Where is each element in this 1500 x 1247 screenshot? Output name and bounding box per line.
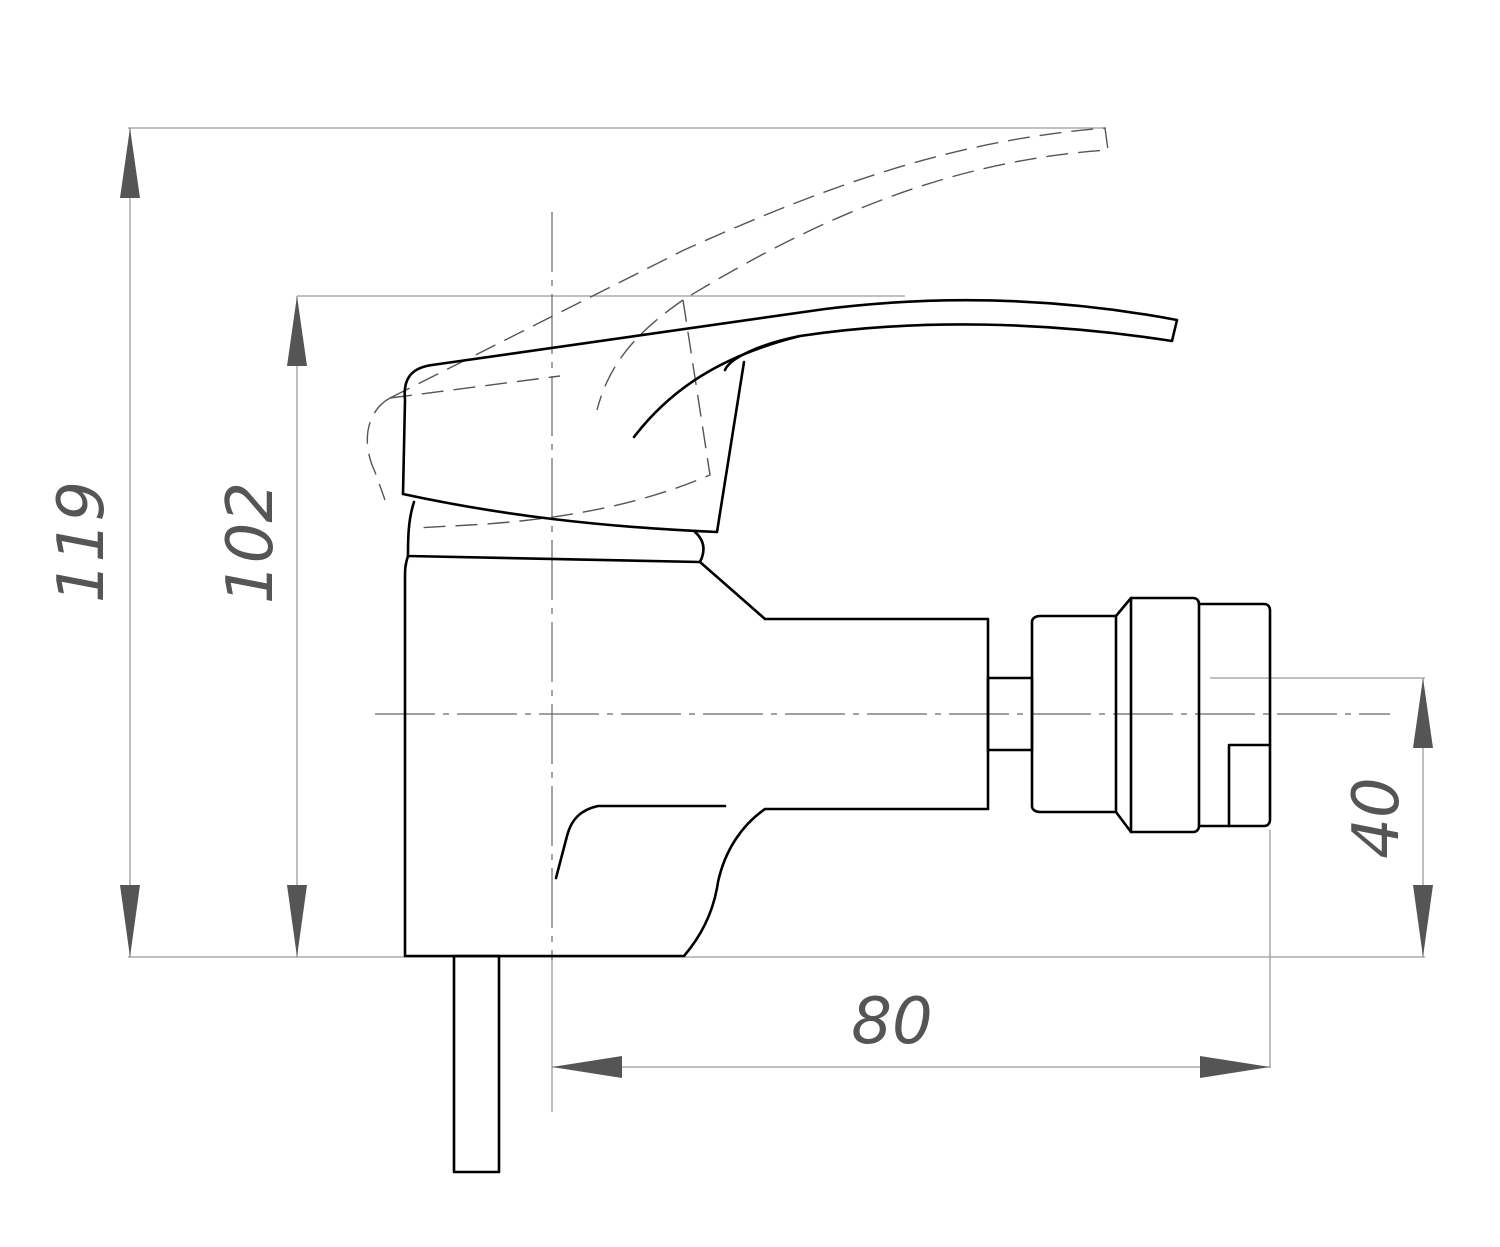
dimension-label-102: 102: [214, 482, 288, 604]
aerator-nut: [1030, 596, 1272, 834]
dimension-label-80: 80: [851, 985, 932, 1059]
dimension-119: 119: [45, 128, 140, 957]
lever-handle: [401, 299, 1179, 534]
arrow-left: [552, 1056, 622, 1078]
arrow-up: [1413, 678, 1433, 748]
arrow-up: [287, 296, 307, 366]
arrow-up: [120, 128, 140, 198]
dimension-label-119: 119: [45, 481, 119, 603]
arrow-right: [1200, 1056, 1270, 1078]
dimension-80: 80: [552, 985, 1270, 1078]
dimension-label-40: 40: [1340, 777, 1414, 858]
arrow-down: [287, 885, 307, 957]
extension-lines: [128, 127, 1425, 1112]
center-axes: [375, 212, 1390, 960]
supply-pin: [452, 954, 501, 1174]
raised-lever-outline: [366, 127, 1109, 529]
arrow-down: [120, 885, 140, 957]
arrow-down: [1413, 885, 1433, 957]
mixer-body: [403, 554, 990, 958]
body-collar: [406, 500, 705, 564]
dimension-40: 40: [1340, 678, 1433, 957]
dimension-102: 102: [214, 296, 307, 957]
